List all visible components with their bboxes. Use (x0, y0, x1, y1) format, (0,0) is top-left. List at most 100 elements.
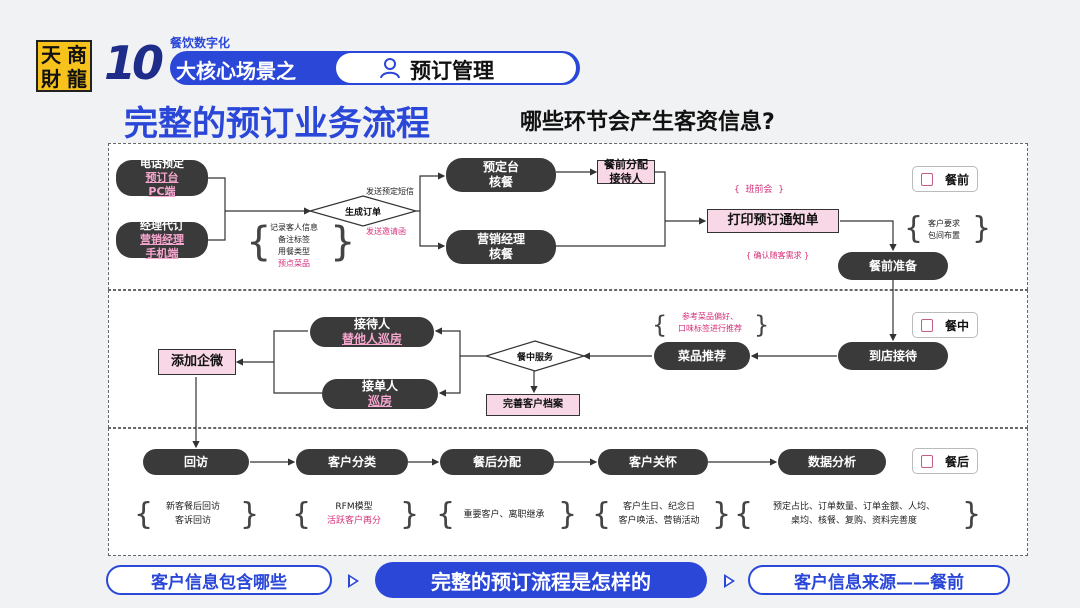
note-line: 备注标签 (278, 235, 310, 244)
note-line: 新客餐后回访 (165, 502, 220, 512)
send-sms-note: 发送预定短信 (366, 187, 414, 196)
brace: { (734, 497, 754, 532)
revisit-note: 新客餐后回访 客诉回访 (150, 501, 236, 528)
brace: { (592, 497, 612, 532)
nav-arrow-icon (348, 574, 359, 588)
analysis-note: 预定占比、订单数量、订单金额、人均、 桌均、核餐、复购、资料完善度 (746, 501, 962, 528)
node-label: 营销经理 (140, 233, 184, 247)
node-post-assign: 餐后分配 (440, 449, 554, 475)
phase-during-meal: 餐中 (912, 312, 978, 338)
node-label: 经理代订 (140, 219, 184, 233)
logo-char: 天 (41, 43, 61, 67)
node-label: 巡房 (367, 394, 392, 408)
brace: } (400, 497, 420, 532)
nav-next[interactable]: 客户信息来源——餐前 (748, 565, 1010, 595)
node-receptionist: 接待人 替他人巡房 (310, 317, 434, 347)
node-label: 核餐 (488, 247, 513, 261)
note-line: 记录客人信息 (270, 223, 318, 232)
node-add-wecom: 添加企微 (158, 349, 236, 375)
decision-diamond (307, 195, 419, 227)
node-revisit: 回访 (143, 449, 249, 475)
node-classify: 客户分类 (296, 449, 408, 475)
node-label: 接待人 (353, 317, 390, 331)
phase-icon (921, 173, 933, 186)
gen-order-label: 生成订单 (344, 208, 381, 218)
page-title: 完整的预订业务流程 (124, 104, 430, 144)
logo-char: 商 (67, 43, 87, 67)
note-line: 包间布置 (928, 231, 960, 240)
nav-arrow-icon (724, 574, 735, 588)
node-label: 餐前分配 (604, 158, 648, 172)
note-line: 客诉回访 (174, 515, 211, 526)
note-line: 桌均、核餐、复购、资料完善度 (790, 515, 917, 526)
node-arrive: 到店接待 (838, 342, 948, 370)
confirm-req-note: { 确认随客需求 } (746, 251, 810, 260)
note-line: 客户生日、纪念日 (622, 502, 695, 512)
node-label: 手机端 (145, 246, 179, 260)
node-print-notice: 打印预订通知单 (707, 209, 839, 233)
note-line: 班前会 (745, 185, 773, 195)
node-marketing-verify: 营销经理 核餐 (446, 230, 556, 264)
brace: } (558, 497, 578, 532)
send-invite-note: 发送邀请函 (366, 227, 406, 236)
note-line: 客户要求 (928, 219, 960, 228)
node-label: PC端 (148, 184, 176, 198)
scene-name: 预订管理 (410, 59, 494, 83)
node-phone-booking: 电话预定 预订台 PC端 (116, 157, 208, 198)
scene-pill (336, 53, 576, 83)
nav-prev[interactable]: 客户信息包含哪些 (106, 565, 332, 595)
brace: } (962, 497, 982, 532)
logo-char: 財 (41, 67, 61, 91)
note-line: 确认随客需求 (753, 251, 802, 260)
node-pre-prepare: 餐前准备 (838, 252, 948, 280)
node-label: 接待人 (609, 172, 643, 185)
note-line: 用餐类型 (278, 247, 310, 256)
phase-post-meal: 餐后 (912, 448, 978, 474)
phase-pre-meal: 餐前 (912, 166, 978, 192)
brace: } (972, 211, 992, 246)
note-line: 预定占比、订单数量、订单金额、人均、 (772, 502, 935, 512)
note-line: 口味标签进行推荐 (678, 324, 742, 333)
node-label: 营销经理 (476, 232, 525, 246)
decision-diamond (483, 340, 587, 372)
brace: } (754, 311, 770, 339)
brace: { (652, 311, 668, 339)
logo-char: 龍 (67, 67, 87, 91)
node-dish-rec: 菜品推荐 (654, 342, 750, 370)
category-label: 餐饮数字化 (170, 36, 231, 50)
record-info-note: 记录客人信息 备注标签 用餐类型 预点菜品 (258, 222, 330, 270)
brace: } (240, 497, 260, 532)
brace: { (904, 211, 924, 246)
section-post-meal (108, 428, 1028, 556)
care-note: 客户生日、纪念日 客户唤活、营销活动 (602, 501, 716, 528)
brace: { (436, 497, 456, 532)
note-line: 客户唤活、营销活动 (618, 515, 700, 526)
node-label: 预定台 (482, 160, 519, 174)
node-analysis: 数据分析 (778, 449, 886, 475)
note-line: 参考菜品偏好、 (682, 312, 738, 321)
brace: { (246, 219, 272, 265)
scene-label: 大核心场景之 (176, 59, 296, 83)
nav-current[interactable]: 完整的预订流程是怎样的 (375, 562, 707, 598)
brace: } (330, 219, 356, 265)
big-number: 10 (104, 36, 164, 90)
note-line: 预点菜品 (278, 259, 310, 268)
node-label: 预订台 (145, 171, 179, 185)
section-during-meal (108, 290, 1028, 428)
question-text: 哪些环节会产生客资信息? (520, 110, 775, 135)
phase-label: 餐前 (944, 172, 969, 187)
node-manager-booking: 经理代订 营销经理 手机端 (116, 219, 208, 260)
brand-logo: 天 商 財 龍 (36, 40, 92, 92)
note-line: 活跃客户再分 (326, 515, 381, 526)
note-line: RFM模型 (335, 502, 373, 512)
node-care: 客户关怀 (598, 449, 708, 475)
node-label: 接单人 (361, 379, 398, 393)
user-icon (380, 58, 400, 79)
node-label: 核餐 (488, 175, 513, 189)
section-pre-meal (108, 143, 1028, 290)
node-order-taker: 接单人 巡房 (322, 379, 438, 409)
node-label: 替他人巡房 (341, 332, 402, 346)
brace: } (712, 497, 732, 532)
phase-icon (921, 455, 933, 468)
